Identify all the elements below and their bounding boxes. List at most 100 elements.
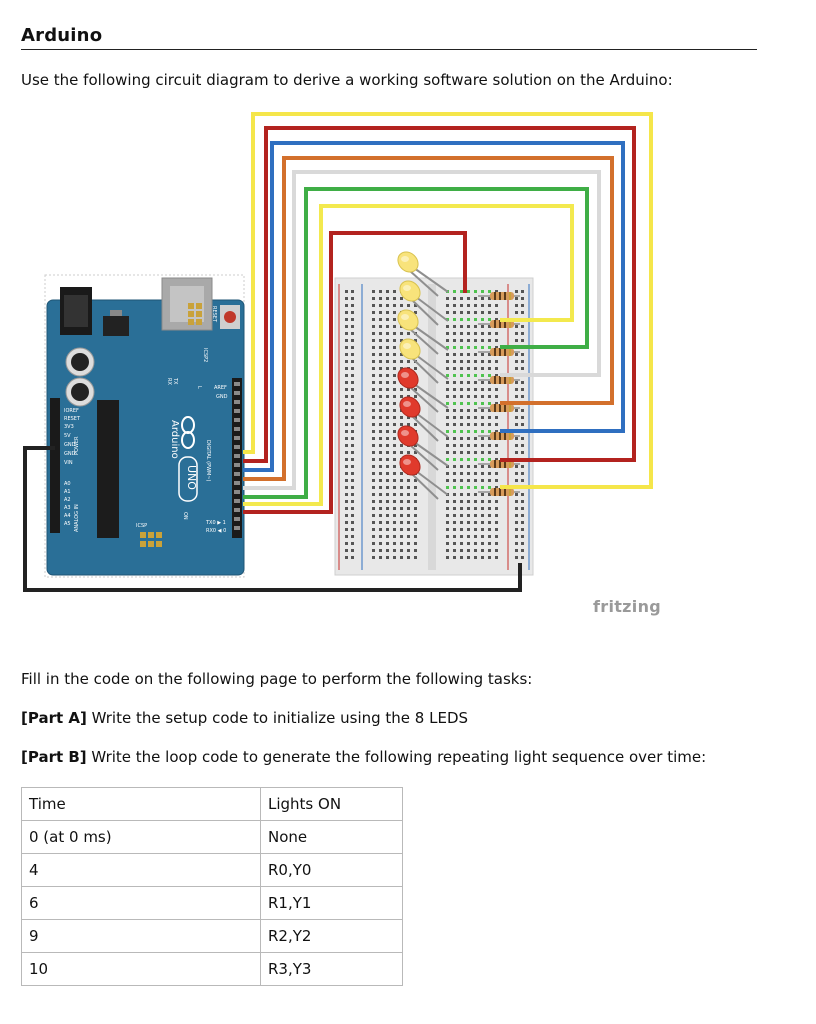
- breadboard-hole: [345, 332, 348, 335]
- breadboard-hole: [407, 451, 410, 454]
- breadboard-hole: [460, 304, 463, 307]
- breadboard-hole: [474, 346, 477, 349]
- breadboard-hole: [372, 542, 375, 545]
- breadboard-hole: [521, 437, 524, 440]
- breadboard-hole: [515, 465, 518, 468]
- yellow-led: [399, 338, 421, 360]
- breadboard-hole: [345, 556, 348, 559]
- led-leg: [411, 473, 439, 500]
- breadboard-hole: [400, 339, 403, 342]
- breadboard-hole: [393, 374, 396, 377]
- breadboard-hole: [379, 451, 382, 454]
- breadboard-hole: [345, 521, 348, 524]
- breadboard-hole: [345, 290, 348, 293]
- breadboard-hole: [467, 500, 470, 503]
- led-leg: [415, 296, 449, 322]
- breadboard-hole: [467, 311, 470, 314]
- breadboard-hole: [351, 388, 354, 391]
- breadboard-hole: [474, 542, 477, 545]
- breadboard-hole: [351, 402, 354, 405]
- pin-3v3: 3V3: [64, 424, 74, 430]
- breadboard-hole: [488, 360, 491, 363]
- breadboard-hole: [460, 528, 463, 531]
- breadboard-hole: [521, 465, 524, 468]
- table-row: 4 R0,Y0: [21, 853, 403, 887]
- breadboard-hole: [372, 430, 375, 433]
- breadboard-hole: [345, 535, 348, 538]
- breadboard-hole: [481, 542, 484, 545]
- breadboard-hole: [488, 311, 491, 314]
- instruction-text: Fill in the code on the following page t…: [21, 670, 533, 688]
- breadboard-hole: [474, 486, 477, 489]
- breadboard-hole: [379, 542, 382, 545]
- breadboard-hole: [474, 514, 477, 517]
- table-row: 0 (at 0 ms) None: [21, 820, 403, 854]
- breadboard-hole: [386, 290, 389, 293]
- intro-text: Use the following circuit diagram to der…: [21, 71, 673, 89]
- breadboard-hole: [495, 486, 498, 489]
- breadboard-hole: [400, 395, 403, 398]
- yellow-led: [397, 309, 419, 331]
- breadboard-hole: [515, 360, 518, 363]
- red-led: [399, 454, 421, 476]
- red-led: [397, 367, 419, 389]
- breadboard-hole: [495, 339, 498, 342]
- breadboard-hole: [351, 500, 354, 503]
- resistor: [478, 432, 520, 440]
- breadboard-hole: [351, 318, 354, 321]
- breadboard-hole: [393, 507, 396, 510]
- breadboard-hole: [481, 556, 484, 559]
- yellow-led: [397, 251, 419, 273]
- breadboard-hole: [414, 528, 417, 531]
- breadboard-hole: [488, 493, 491, 496]
- breadboard-hole: [453, 458, 456, 461]
- breadboard-hole: [460, 556, 463, 559]
- breadboard-hole: [467, 332, 470, 335]
- led-leg: [413, 441, 449, 467]
- breadboard-hole: [495, 479, 498, 482]
- breadboard-hole: [379, 311, 382, 314]
- breadboard-hole: [488, 437, 491, 440]
- breadboard-hole: [474, 339, 477, 342]
- wire-blue: [243, 141, 625, 472]
- breadboard-hole: [453, 353, 456, 356]
- breadboard-hole: [393, 318, 396, 321]
- breadboard-hole: [467, 402, 470, 405]
- light-sequence-table: Time Lights ON 0 (at 0 ms) None 4 R0,Y0 …: [21, 787, 403, 986]
- wires: [23, 112, 653, 592]
- pin-a2: A2: [64, 497, 71, 503]
- breadboard-hole: [379, 395, 382, 398]
- breadboard-hole: [372, 472, 375, 475]
- breadboard-hole: [372, 486, 375, 489]
- breadboard-hole: [379, 353, 382, 356]
- breadboard-hole: [488, 325, 491, 328]
- breadboard-hole: [460, 290, 463, 293]
- breadboard-hole: [488, 444, 491, 447]
- breadboard-hole: [345, 528, 348, 531]
- breadboard-hole: [386, 388, 389, 391]
- breadboard-hole: [400, 423, 403, 426]
- breadboard-hole: [474, 479, 477, 482]
- breadboard-hole: [393, 479, 396, 482]
- breadboard-hole: [372, 297, 375, 300]
- breadboard-hole: [446, 542, 449, 545]
- breadboard-hole: [400, 535, 403, 538]
- breadboard-hole: [515, 549, 518, 552]
- breadboard-hole: [515, 304, 518, 307]
- breadboard-hole: [521, 388, 524, 391]
- breadboard-hole: [386, 472, 389, 475]
- table-cell-time: 0 (at 0 ms): [21, 820, 261, 854]
- breadboard-hole: [495, 472, 498, 475]
- breadboard-hole: [521, 395, 524, 398]
- breadboard-hole: [481, 297, 484, 300]
- breadboard-hole: [467, 360, 470, 363]
- breadboard-hole: [453, 528, 456, 531]
- breadboard-hole: [467, 423, 470, 426]
- breadboard-hole: [446, 339, 449, 342]
- breadboard-hole: [460, 458, 463, 461]
- breadboard-hole: [495, 416, 498, 419]
- breadboard-hole: [481, 465, 484, 468]
- breadboard-hole: [345, 402, 348, 405]
- resistor: [478, 292, 520, 300]
- pin-a0: A0: [64, 481, 71, 487]
